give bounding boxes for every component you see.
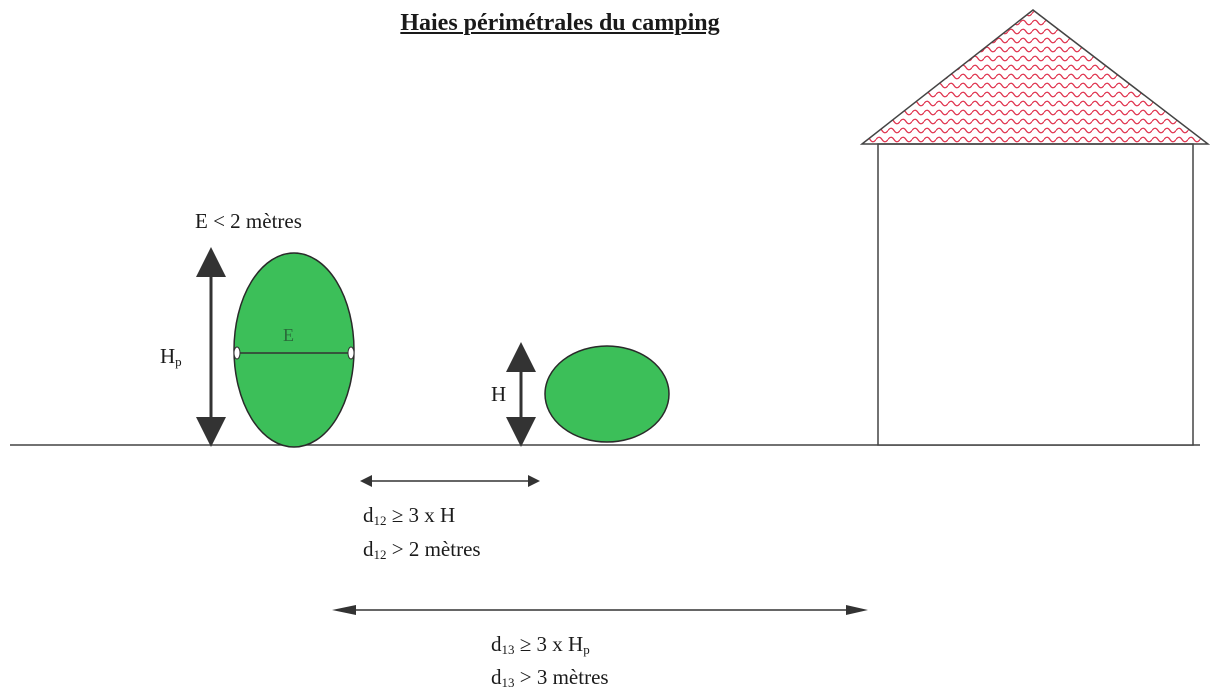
width-symbol-label: E [283, 325, 294, 345]
d13-arrow-head-right [846, 605, 868, 615]
d13-rule-1-sub: 13 [501, 642, 515, 657]
diagram-title: Haies périmétrales du camping [400, 10, 720, 36]
d13-rule-2-rest: > 3 mètres [514, 665, 609, 689]
d13-rule-1-rest: ≥ 3 x H [514, 632, 584, 656]
d13-rule-2-sub: 13 [501, 675, 515, 690]
short-hedge-shape [544, 345, 670, 443]
house-roof [859, 9, 1210, 145]
hedge-width-tick-left [233, 346, 241, 360]
d12-rule-1-sub: 12 [373, 513, 387, 528]
d12-rule-2: d12 > 2 mètres [363, 537, 481, 562]
d12-rule-1-rest: ≥ 3 x H [386, 503, 456, 527]
tall-hedge-shape [233, 252, 355, 448]
d12-rule-1-main: d [363, 503, 374, 527]
d13-arrow-head-left [332, 605, 356, 615]
d13-rule-1: d13 ≥ 3 x Hp [491, 632, 590, 657]
short-height-label: H [491, 382, 507, 406]
d12-arrow-head-left [360, 475, 372, 487]
tall-height-sub: p [175, 354, 182, 369]
width-limit-label: E < 2 mètres [195, 209, 302, 233]
d13-rule-1-main: d [491, 632, 502, 656]
tall-height-label: Hp [160, 344, 182, 369]
d12-rule-2-main: d [363, 537, 374, 561]
house-wall [877, 143, 1194, 446]
tall-height-main: H [160, 344, 176, 368]
d12-rule-2-rest: > 2 mètres [386, 537, 481, 561]
d13-rule-2: d13 > 3 mètres [491, 665, 609, 690]
d12-rule-1: d12 ≥ 3 x H [363, 503, 456, 528]
d13-rule-1-sub2: p [583, 642, 590, 657]
d12-arrow-head-right [528, 475, 540, 487]
hedge-width-tick-right [347, 346, 355, 360]
d13-rule-2-main: d [491, 665, 502, 689]
d12-rule-2-sub: 12 [373, 547, 387, 562]
